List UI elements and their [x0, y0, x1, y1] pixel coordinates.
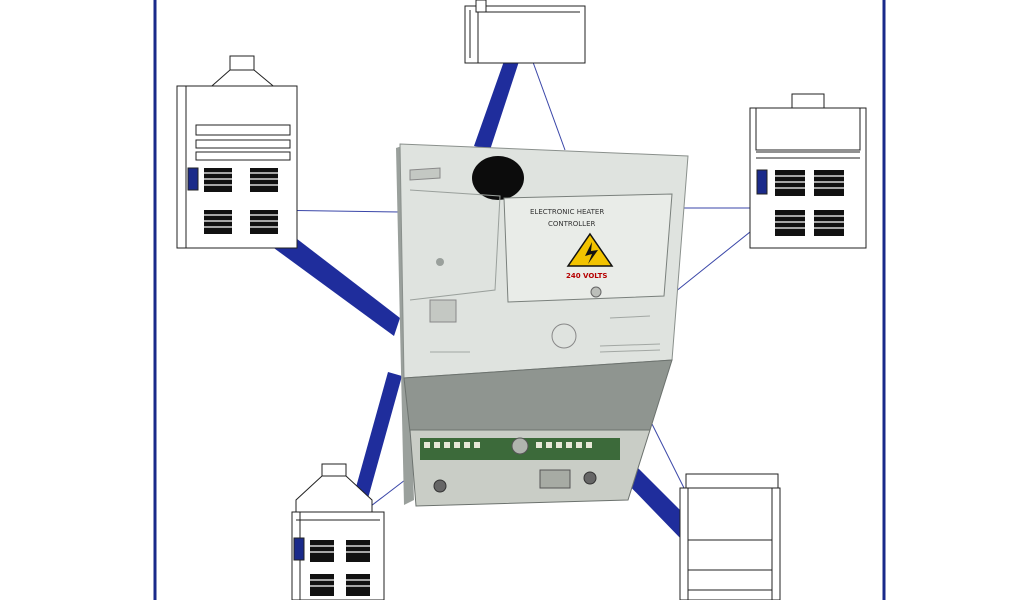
- heater-controller-box: ELECTRONIC HEATER CONTROLLER 240 VOLTS: [396, 144, 688, 506]
- cabinet-unit-upper-left: [177, 56, 297, 248]
- cabinet-unit-top: [465, 0, 585, 63]
- cabinet-unit-upper-right: [750, 94, 866, 248]
- display-dome: [472, 156, 524, 200]
- panel-title-line2: CONTROLLER: [548, 220, 596, 228]
- cabinet-unit-lower-right: [680, 474, 780, 600]
- panel-title-line1: ELECTRONIC HEATER: [530, 208, 604, 216]
- voltage-label: 240 VOLTS: [566, 272, 607, 280]
